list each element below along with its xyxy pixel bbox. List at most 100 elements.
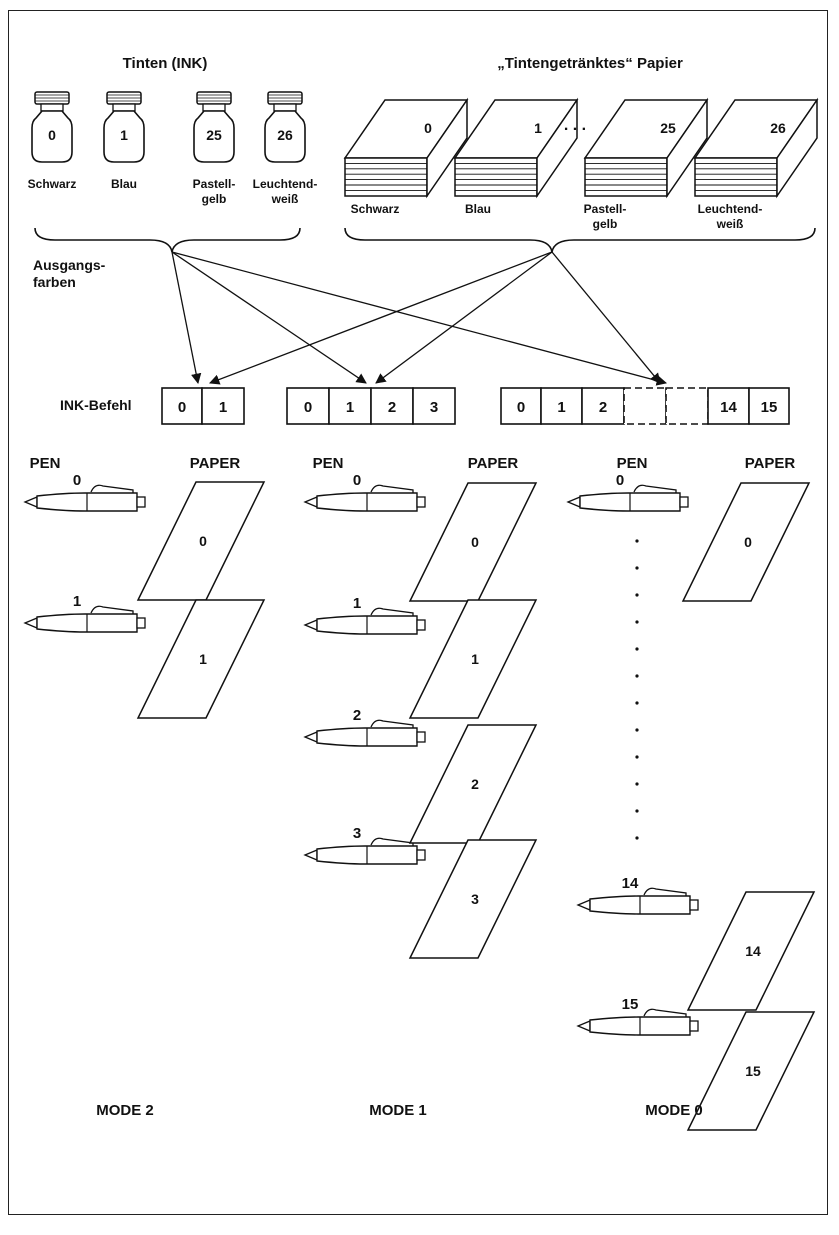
ink-number: 25	[206, 127, 222, 143]
paper-sheet	[686, 891, 816, 1011]
arrows-group	[171, 251, 668, 386]
pen-button	[136, 496, 146, 508]
color-assignment-arrow	[171, 251, 668, 386]
ink-label: gelb	[202, 192, 227, 206]
pen-m1-3: 3	[303, 825, 426, 865]
paper-sheet-number: 14	[745, 943, 761, 959]
continuation-dot	[635, 701, 639, 705]
pen-button	[136, 617, 146, 629]
ink-cell	[500, 387, 542, 425]
paper-label: weiß	[716, 217, 744, 231]
ink-label: Pastell-	[193, 177, 236, 191]
continuation-dot	[635, 836, 639, 840]
pen-button	[689, 1020, 699, 1032]
continuation-dot	[635, 620, 639, 624]
continuation-dot	[635, 674, 639, 678]
continuation-dot	[635, 782, 639, 786]
paper-sheet-number: 15	[745, 1063, 761, 1079]
pen-button	[416, 731, 426, 743]
paper-sheet	[408, 839, 538, 959]
mode0-continuation-dots	[635, 539, 639, 840]
paper-sheet-m1-1: 1	[408, 599, 538, 719]
paper-sheet	[408, 599, 538, 719]
pen-button	[416, 619, 426, 631]
ink-cell	[286, 387, 330, 425]
ink-cell-value: 3	[430, 399, 438, 416]
diagram-frame	[8, 10, 828, 1215]
ink-cell	[707, 387, 750, 425]
color-assignment-arrow	[171, 251, 202, 385]
ink-command-label: INK-Befehl	[60, 397, 132, 413]
pen-m2-1: 1	[23, 593, 146, 633]
continuation-dot	[635, 755, 639, 759]
paper-sheet-number: 0	[471, 534, 479, 550]
paper-gap-ellipsis: . . .	[564, 117, 586, 134]
pen-m1-0: 0	[303, 472, 426, 512]
ink-cell-value: 2	[388, 399, 396, 416]
paper-sheet-number: 3	[471, 891, 479, 907]
pen-clip	[370, 484, 414, 493]
ink-number: 1	[120, 127, 128, 143]
mode0-label: MODE 0	[645, 1102, 703, 1119]
paper-sheet-m0-0: 0	[681, 482, 811, 602]
pens-group: 0 1 0 1 2 3 0 14 15	[23, 472, 699, 1036]
ink-bottle-body	[193, 110, 235, 163]
paper-stack-side	[426, 97, 468, 199]
mode1-pen-heading: PEN	[313, 455, 344, 472]
paper-sheet-number: 0	[199, 533, 207, 549]
pen-clip	[633, 484, 677, 493]
inks-heading: Tinten (INK)	[123, 55, 208, 72]
continuation-dot	[635, 539, 639, 543]
paper-stack-front	[584, 157, 668, 197]
mode2-label: MODE 2	[96, 1102, 154, 1119]
pen-clip	[370, 837, 414, 846]
ink-cell	[748, 387, 790, 425]
paper-label: Schwarz	[351, 202, 400, 216]
paper-stack-side	[536, 97, 578, 199]
paper-label: Blau	[465, 202, 491, 216]
pen-number: 0	[616, 472, 624, 489]
base-colors-label-line2: farben	[33, 274, 76, 290]
ink-bottle-body	[264, 110, 306, 163]
mode0-pen-heading: PEN	[617, 455, 648, 472]
pen-m0-2: 15	[576, 996, 699, 1036]
ink-cell-value: 0	[517, 399, 525, 416]
paper-stack-front	[344, 157, 428, 197]
ink-label: Blau	[111, 177, 137, 191]
pen-m0-1: 14	[576, 875, 699, 915]
ink-cell-value: 0	[178, 399, 186, 416]
paper-sheet	[681, 482, 811, 602]
papers-group: 0Schwarz1Blau25Pastell-gelb26Leuchtend-w…	[343, 97, 819, 231]
pen-number: 14	[622, 875, 639, 892]
paper-sheet-number: 1	[471, 651, 479, 667]
pen-clip	[90, 605, 134, 614]
pen-number: 0	[73, 472, 81, 489]
ink-label: Schwarz	[28, 177, 77, 191]
mode2-pen-heading: PEN	[30, 455, 61, 472]
paper-number: 25	[660, 120, 676, 136]
ink-cell	[412, 387, 456, 425]
ink-cell-value: 15	[761, 399, 778, 416]
pen-number: 15	[622, 996, 639, 1013]
ink-cell-value: 0	[304, 399, 312, 416]
paper-sheet-number: 0	[744, 534, 752, 550]
ink-cell	[540, 387, 583, 425]
ink-cell-value: 1	[219, 399, 227, 416]
color-assignment-arrow	[171, 251, 367, 384]
pen-number: 2	[353, 707, 361, 724]
pen-clip	[643, 887, 687, 896]
mode0-paper-heading: PAPER	[745, 455, 796, 472]
color-assignment-arrow	[551, 251, 661, 384]
ink-bottle-body	[103, 110, 145, 163]
